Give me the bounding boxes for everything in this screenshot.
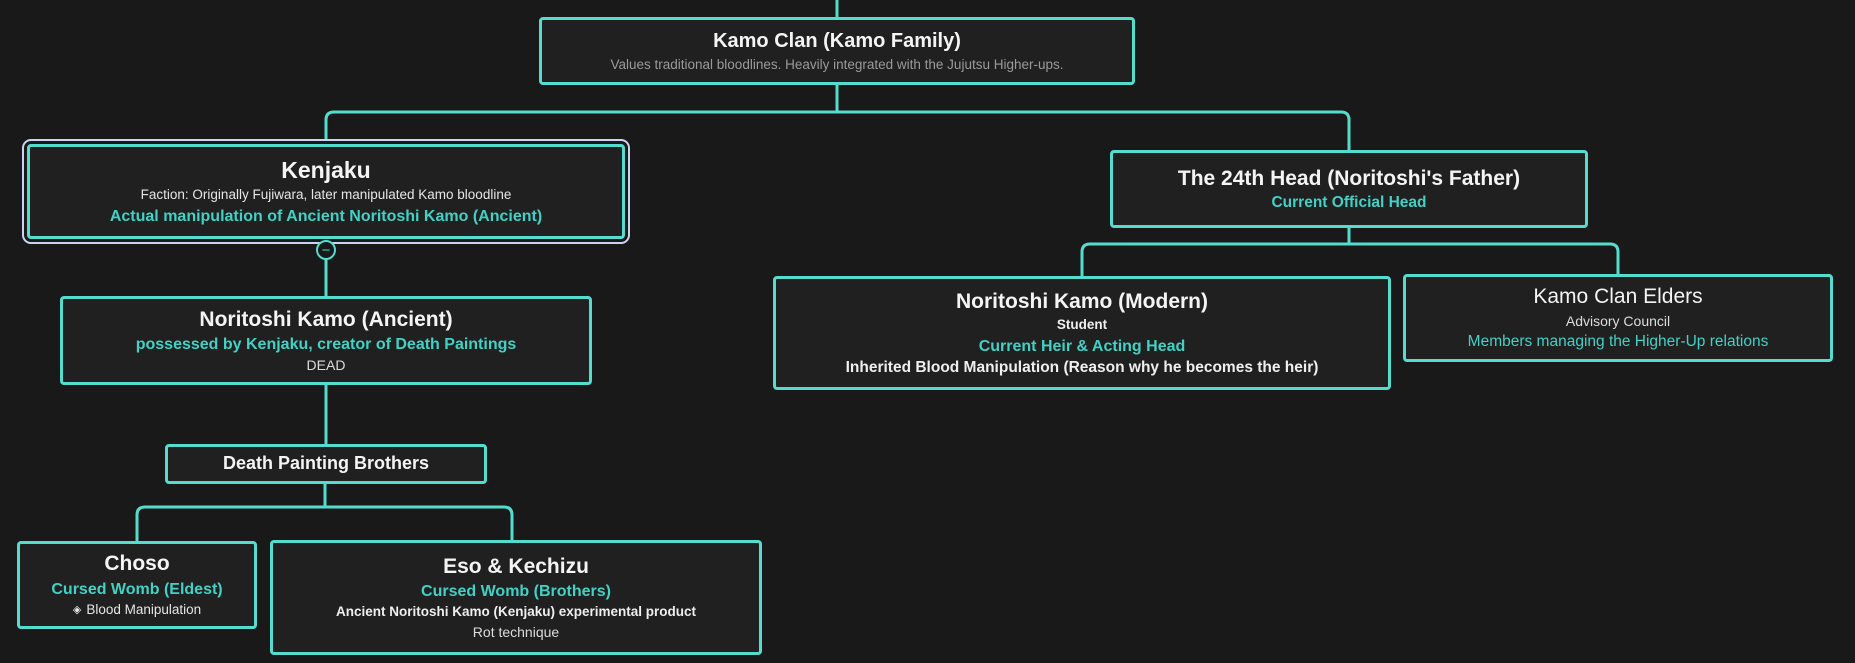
node-choso-technique: Blood Manipulation xyxy=(86,601,202,617)
node-elders-note: Members managing the Higher-Up relations xyxy=(1467,333,1769,351)
node-kenjaku-title: Kenjaku xyxy=(281,156,371,183)
node-kamo-clan-title: Kamo Clan (Kamo Family) xyxy=(713,29,961,52)
node-noritoshi-modern-note: Inherited Blood Manipulation (Reason why… xyxy=(845,358,1319,376)
connector-head24-bus xyxy=(1080,242,1620,276)
node-kenjaku-selection-outline: Kenjaku Faction: Originally Fujiwara, la… xyxy=(22,139,630,244)
node-kenjaku-faction: Faction: Originally Fujiwara, later mani… xyxy=(140,187,512,203)
node-eso-kechizu[interactable]: Eso & Kechizu Cursed Womb (Brothers) Anc… xyxy=(270,540,762,655)
node-eso-role: Cursed Womb (Brothers) xyxy=(421,582,611,600)
connector-kamo-bus xyxy=(324,110,1351,150)
node-noritoshi-ancient-title: Noritoshi Kamo (Ancient) xyxy=(199,307,453,331)
node-noritoshi-modern[interactable]: Noritoshi Kamo (Modern) Student Current … xyxy=(773,276,1391,390)
collapse-toggle-kenjaku[interactable]: − xyxy=(316,240,336,260)
diamond-technique-icon: ◈ xyxy=(72,603,82,616)
node-death-painting-brothers[interactable]: Death Painting Brothers xyxy=(165,444,487,484)
node-elders-subtitle: Advisory Council xyxy=(1565,312,1671,329)
node-24th-head[interactable]: The 24th Head (Noritoshi's Father) Curre… xyxy=(1110,150,1588,228)
node-eso-technique: Rot technique xyxy=(472,623,560,640)
node-choso-role: Cursed Womb (Eldest) xyxy=(51,580,223,598)
node-kamo-clan-subtitle: Values traditional bloodlines. Heavily i… xyxy=(610,56,1064,72)
node-eso-title: Eso & Kechizu xyxy=(443,554,589,578)
node-choso-title: Choso xyxy=(104,552,170,576)
node-eso-origin: Ancient Noritoshi Kamo (Kenjaku) experim… xyxy=(335,604,697,619)
node-noritoshi-ancient-note: possessed by Kenjaku, creator of Death P… xyxy=(135,335,517,353)
node-elders-title: Kamo Clan Elders xyxy=(1533,285,1703,309)
node-noritoshi-modern-title: Noritoshi Kamo (Modern) xyxy=(956,289,1208,313)
node-kenjaku[interactable]: Kenjaku Faction: Originally Fujiwara, la… xyxy=(27,144,625,239)
node-dpb-title: Death Painting Brothers xyxy=(222,453,430,474)
node-kenjaku-note: Actual manipulation of Ancient Noritoshi… xyxy=(109,208,543,226)
node-24th-head-role: Current Official Head xyxy=(1271,193,1427,211)
node-noritoshi-ancient[interactable]: Noritoshi Kamo (Ancient) possessed by Ke… xyxy=(60,296,592,385)
node-noritoshi-modern-occupation: Student xyxy=(1056,316,1108,332)
node-24th-head-title: The 24th Head (Noritoshi's Father) xyxy=(1177,166,1521,190)
node-kamo-clan-elders[interactable]: Kamo Clan Elders Advisory Council Member… xyxy=(1403,274,1833,362)
node-kamo-clan[interactable]: Kamo Clan (Kamo Family) Values tradition… xyxy=(539,17,1135,85)
node-choso[interactable]: Choso Cursed Womb (Eldest) ◈ Blood Manip… xyxy=(17,541,257,629)
connector-dpb-bus xyxy=(135,505,514,541)
node-noritoshi-ancient-status: DEAD xyxy=(306,356,346,373)
node-noritoshi-modern-role: Current Heir & Acting Head xyxy=(978,337,1186,355)
